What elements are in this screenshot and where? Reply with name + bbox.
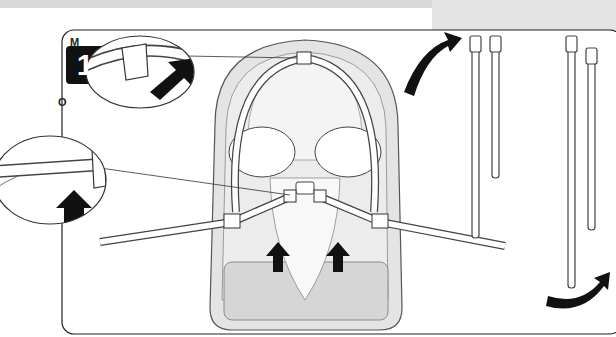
buckle xyxy=(372,214,388,228)
cropped-text: M xyxy=(70,36,79,48)
strap-slot xyxy=(297,52,311,64)
buckle xyxy=(224,214,240,228)
detail-circle xyxy=(0,136,106,224)
arrow xyxy=(326,242,350,272)
strap xyxy=(100,196,292,242)
arrow xyxy=(266,242,290,272)
seat-shell xyxy=(210,40,402,330)
step-number: 1 xyxy=(66,46,104,84)
strap-slot xyxy=(314,190,326,202)
arrow xyxy=(546,272,610,309)
strap-slot xyxy=(284,190,296,202)
detail-circle xyxy=(0,136,106,224)
loose-strap xyxy=(470,36,597,288)
cropped-text: O xyxy=(58,96,67,108)
leader-line xyxy=(100,168,290,195)
crotch-buckle xyxy=(296,182,314,194)
seat-pad xyxy=(270,178,340,300)
strap xyxy=(235,58,375,212)
step-frame xyxy=(62,30,616,334)
strap xyxy=(235,58,375,212)
strap xyxy=(100,196,292,242)
leader-line xyxy=(186,56,297,58)
detail-circle xyxy=(86,36,194,108)
arrow xyxy=(404,32,462,96)
